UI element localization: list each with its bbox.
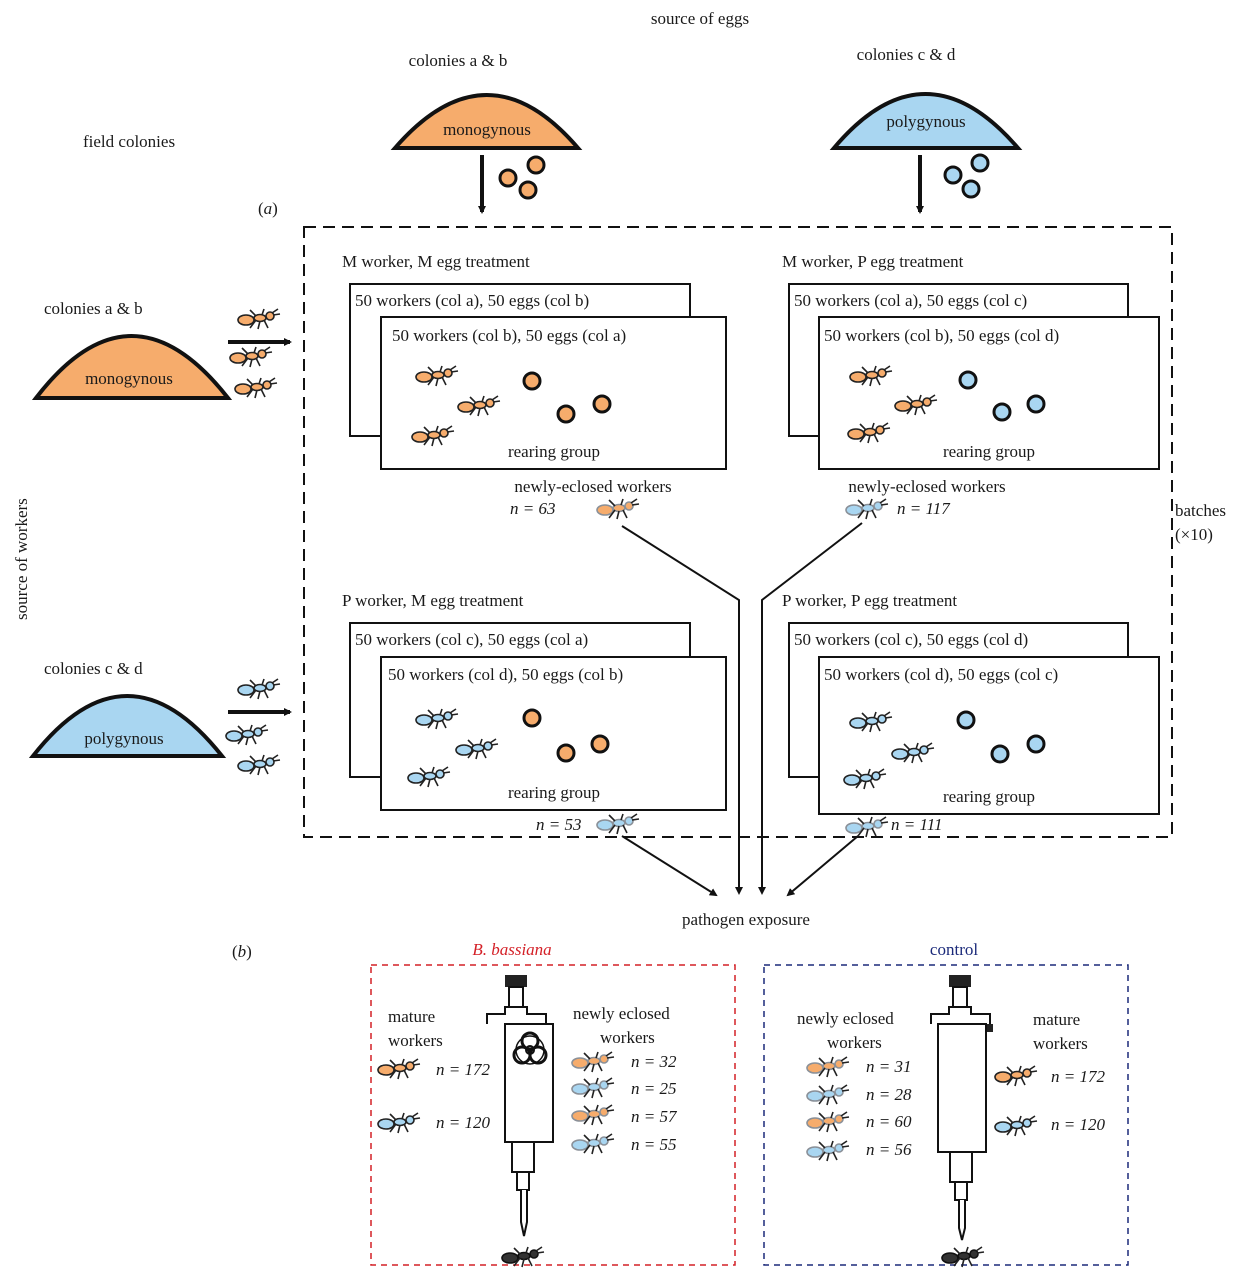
egg-colony-label-poly: colonies c & d xyxy=(856,45,956,64)
bassiana-title: B. bassiana xyxy=(472,940,552,959)
panel-a-label: (a) xyxy=(258,199,278,218)
treatment-title-mm: M worker, M egg treatment xyxy=(342,252,530,271)
egg-colony-label-mono: colonies a & b xyxy=(408,51,508,70)
treatment-front-box-pm: 50 workers (col d), 50 eggs (col b) rear… xyxy=(380,656,727,811)
pathogen-exposure-label: pathogen exposure xyxy=(682,910,810,929)
treatment-title-pm: P worker, M egg treatment xyxy=(342,591,524,610)
back-box-text: 50 workers (col a), 50 eggs (col b) xyxy=(355,291,590,310)
treatment-front-box-mm: 50 workers (col b), 50 eggs (col a) rear… xyxy=(380,316,727,470)
n-count-pm: n = 53 xyxy=(536,815,582,834)
field-colonies-label: field colonies xyxy=(83,132,176,151)
back-box-text: 50 workers (col c), 50 eggs (col a) xyxy=(355,630,589,649)
mound-polygynous-eggs xyxy=(829,92,1023,150)
bassiana-mature-label-2: workers xyxy=(388,1031,443,1050)
batches-count: (×10) xyxy=(1175,525,1213,544)
mound-monogynous-workers xyxy=(31,334,233,400)
control-mature-label-2: workers xyxy=(1033,1034,1088,1053)
control-newly-n-3: n = 60 xyxy=(866,1112,912,1131)
bassiana-newly-n-2: n = 25 xyxy=(631,1079,677,1098)
rearing-group-label: rearing group xyxy=(942,787,1036,806)
treatment-title-pp: P worker, P egg treatment xyxy=(782,591,958,610)
egg-colony-type-mono: monogynous xyxy=(443,120,531,139)
control-mature-n-1: n = 172 xyxy=(1051,1067,1105,1086)
pipette-left xyxy=(486,975,554,1237)
front-box-text: 50 workers (col d), 50 eggs (col b) xyxy=(388,665,624,684)
rearing-group-label: rearing group xyxy=(942,442,1036,461)
newly-eclosed-label-mp: newly-eclosed workers xyxy=(848,477,1006,496)
back-box-text: 50 workers (col c), 50 eggs (col d) xyxy=(794,630,1029,649)
bassiana-newly-n-4: n = 55 xyxy=(631,1135,677,1154)
rearing-group-label: rearing group xyxy=(507,442,601,461)
pipette-right xyxy=(930,975,993,1241)
bassiana-newly-n-3: n = 57 xyxy=(631,1107,677,1126)
worker-colony-type-poly: polygynous xyxy=(84,729,164,748)
worker-colony-type-mono: monogynous xyxy=(85,369,173,388)
n-count-pp: n = 111 xyxy=(891,815,943,834)
source-of-workers-label: source of workers xyxy=(12,498,31,620)
control-newly-n-1: n = 31 xyxy=(866,1057,912,1076)
control-newly-n-4: n = 56 xyxy=(866,1140,912,1159)
source-of-eggs-label: source of eggs xyxy=(650,9,750,28)
egg-colony-type-poly: polygynous xyxy=(886,112,966,131)
newly-eclosed-label-mm: newly-eclosed workers xyxy=(514,477,672,496)
bassiana-mature-n-1: n = 172 xyxy=(436,1060,490,1079)
bassiana-mature-n-2: n = 120 xyxy=(436,1113,490,1132)
panel-b-label: (b) xyxy=(232,942,252,961)
front-box-text: 50 workers (col d), 50 eggs (col c) xyxy=(824,665,1059,684)
batches-label: batches xyxy=(1175,501,1226,520)
bassiana-mature-label: mature xyxy=(388,1007,436,1026)
front-box-text: 50 workers (col b), 50 eggs (col d) xyxy=(824,326,1060,345)
treatment-title-mp: M worker, P egg treatment xyxy=(782,252,964,271)
bassiana-newly-n-1: n = 32 xyxy=(631,1052,677,1071)
n-count-mp: n = 117 xyxy=(897,499,950,518)
treatment-front-box-mp: 50 workers (col b), 50 eggs (col d) rear… xyxy=(818,316,1160,470)
control-mature-n-2: n = 120 xyxy=(1051,1115,1105,1134)
treatment-front-box-pp: 50 workers (col d), 50 eggs (col c) rear… xyxy=(818,656,1160,815)
control-newly-label: newly eclosed xyxy=(797,1009,894,1028)
mound-polygynous-workers xyxy=(28,694,227,758)
front-box-text: 50 workers (col b), 50 eggs (col a) xyxy=(392,326,627,345)
mound-monogynous-eggs xyxy=(390,93,583,150)
control-title: control xyxy=(929,940,979,959)
bassiana-newly-label: newly eclosed xyxy=(573,1004,670,1023)
control-mature-label: mature xyxy=(1033,1010,1081,1029)
back-box-text: 50 workers (col a), 50 eggs (col c) xyxy=(794,291,1028,310)
worker-colony-label-poly: colonies c & d xyxy=(44,659,143,678)
control-newly-label-2: workers xyxy=(827,1033,882,1052)
bassiana-newly-label-2: workers xyxy=(600,1028,655,1047)
worker-colony-label-mono: colonies a & b xyxy=(44,299,143,318)
rearing-group-label: rearing group xyxy=(507,783,601,802)
control-newly-n-2: n = 28 xyxy=(866,1085,912,1104)
n-count-mm: n = 63 xyxy=(510,499,556,518)
